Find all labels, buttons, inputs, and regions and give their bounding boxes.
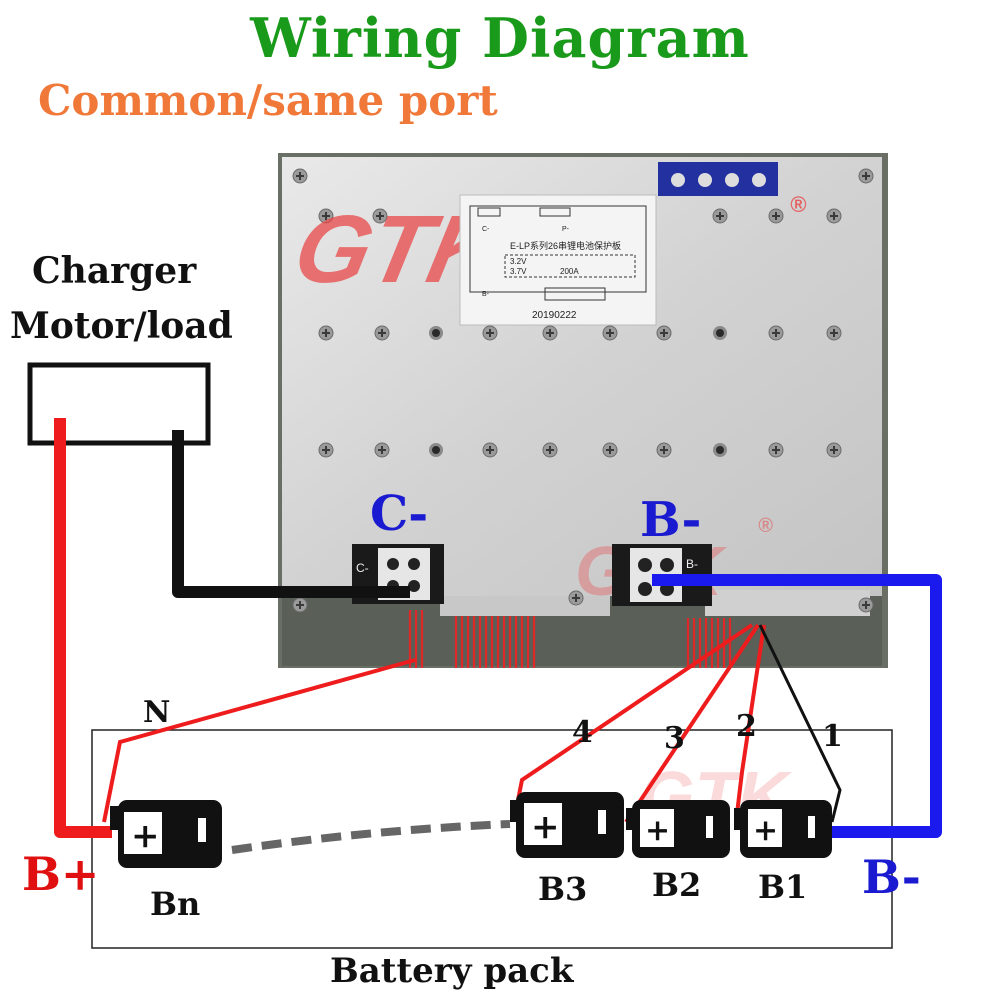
- terminal-b-minus-label: B-: [862, 850, 921, 904]
- registered-mark: ®: [790, 192, 807, 217]
- cell-b2: + B2: [626, 800, 730, 904]
- wire-positive-main: [54, 418, 112, 838]
- balance-label-2: 2: [736, 709, 757, 744]
- cell-terminal: [734, 808, 744, 830]
- sticker-voltage-a: 3.2V: [510, 257, 527, 266]
- balance-label-4: 4: [572, 715, 593, 750]
- terminal-b-plus-label: B+: [22, 847, 99, 901]
- cell-plus-sign: +: [645, 813, 670, 848]
- sticker-port-p: P-: [562, 226, 570, 233]
- board-lower-plate: [440, 596, 610, 616]
- load-label-charger: Charger: [32, 250, 197, 292]
- corner-screw: [858, 168, 874, 184]
- balance-wire-n: [102, 658, 416, 823]
- cell-bn: + Bn: [110, 800, 222, 923]
- cell-label-bn: Bn: [150, 885, 200, 923]
- load-label-motor: Motor/load: [10, 305, 233, 347]
- wire-load-negative: [172, 430, 410, 598]
- spec-sticker: C- P- B- E-LP系列26串锂电池保护板 3.2V 3.7V 200A …: [459, 194, 657, 326]
- sticker-port-b: B-: [482, 291, 490, 298]
- terminal-screw: [725, 173, 739, 187]
- b-minus-small-label: B-: [686, 557, 698, 571]
- corner-screw: [292, 168, 308, 184]
- cell-b1: + B1: [734, 800, 832, 906]
- cell-plus-sign: +: [131, 816, 160, 856]
- balance-wire-1: [758, 624, 842, 823]
- sticker-voltage-b: 3.7V: [510, 267, 527, 276]
- corner-screw: [292, 597, 308, 613]
- balance-wire-2: [734, 624, 766, 823]
- sticker-series-text: E-LP系列26串锂电池保护板: [510, 240, 621, 251]
- cell-terminal: [626, 808, 636, 830]
- corner-screw: [858, 597, 874, 613]
- balance-label-3: 3: [664, 721, 685, 756]
- wire-battery-negative: [652, 574, 942, 838]
- sticker-current: 200A: [560, 267, 579, 276]
- terminal-screw: [698, 173, 712, 187]
- cell-terminal: [510, 800, 520, 822]
- b-minus-port-label: B-: [640, 492, 701, 548]
- bms-board: GTK ® GTK ® C- P- B- E-LP系列26串锂电池保护板 3.2…: [278, 153, 888, 668]
- sticker-background: [459, 194, 657, 326]
- cell-label-b1: B1: [758, 868, 807, 906]
- balance-wire-3: [624, 623, 760, 824]
- sticker-schematic: [469, 205, 647, 293]
- sticker-date-code: 20190222: [532, 310, 577, 321]
- cell-plus-sign: +: [753, 813, 778, 848]
- cell-label-b2: B2: [652, 866, 701, 904]
- sticker-port-c: C-: [482, 226, 490, 233]
- cell-b3: + B3: [510, 792, 624, 908]
- page-subtitle: Common/same port: [38, 76, 498, 125]
- terminal-screw: [671, 173, 685, 187]
- balance-label-n: N: [143, 695, 170, 730]
- board-connector-plate: [705, 590, 870, 616]
- battery-pack-box: [91, 729, 893, 949]
- battery-pack-label: Battery pack: [330, 951, 575, 991]
- registered-mark: ®: [758, 515, 773, 537]
- c-minus-small-label: C-: [356, 561, 369, 575]
- c-minus-port-label: C-: [370, 486, 428, 542]
- cell-label-b3: B3: [538, 870, 587, 908]
- cell-plus-sign: +: [531, 807, 560, 847]
- page-title: Wiring Diagram: [250, 6, 750, 70]
- balance-label-1: 1: [822, 719, 843, 754]
- series-connection-dashes: [231, 820, 511, 854]
- terminal-screw: [752, 173, 766, 187]
